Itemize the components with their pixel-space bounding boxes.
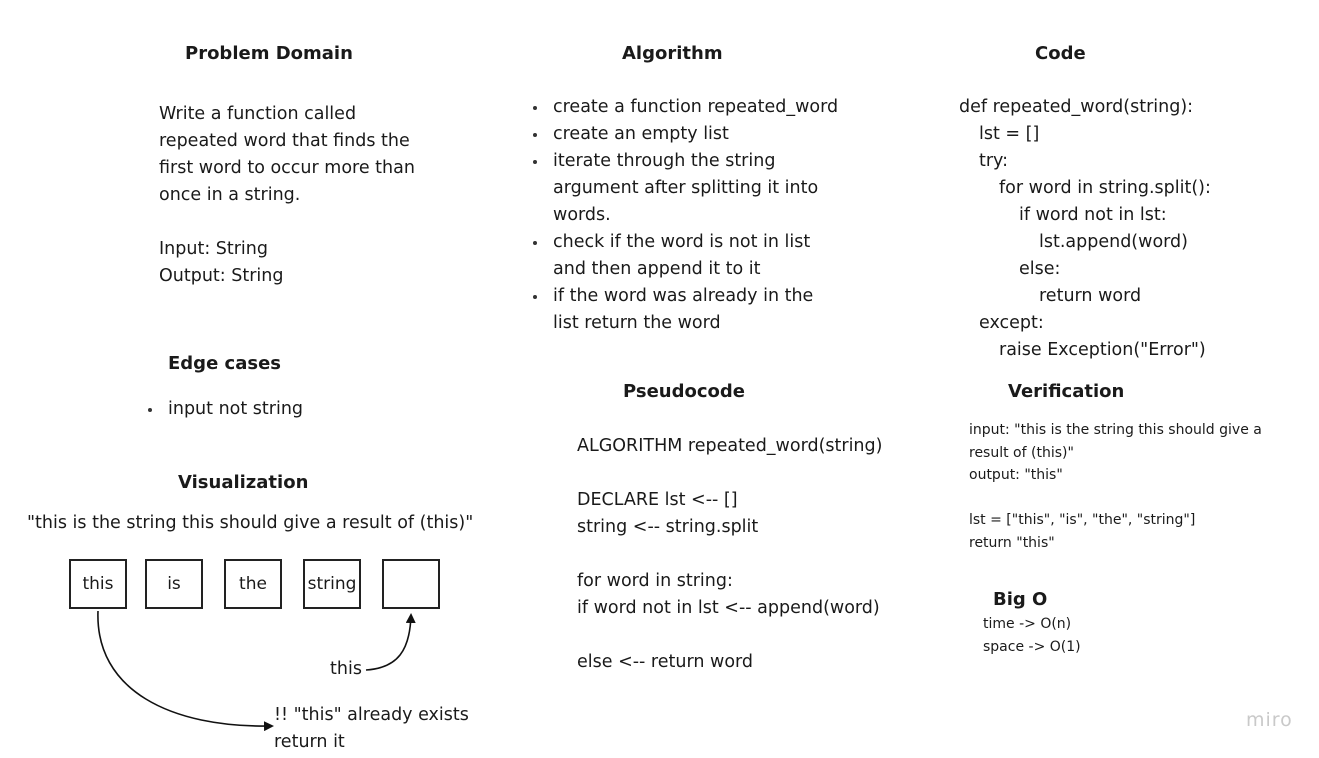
verification-line: lst = ["this", "is", "the", "string"] xyxy=(969,512,1196,528)
code-line: lst.append(word) xyxy=(1039,232,1188,252)
problem-domain-line: first word to occur more than xyxy=(159,158,415,178)
code-line: return word xyxy=(1039,286,1142,306)
code-line: raise Exception("Error") xyxy=(999,340,1206,360)
pseudocode-line xyxy=(577,460,882,487)
pseudocode-line: DECLARE lst <-- [] xyxy=(577,490,738,510)
code-line: if word not in lst: xyxy=(1019,205,1167,225)
algorithm-line: list return the word xyxy=(553,313,721,333)
code-line: lst = [] xyxy=(979,124,1040,144)
verification-line xyxy=(969,487,1262,510)
visualization-note: !! "this" already exists return it xyxy=(274,702,469,756)
verification-text: input: "this is the string this should g… xyxy=(969,419,1262,554)
pseudocode-line xyxy=(577,622,882,649)
pseudocode-line: for word in string: xyxy=(577,571,733,591)
empty-word-box xyxy=(382,559,440,609)
problem-domain-line: once in a string. xyxy=(159,185,301,205)
problem-domain-line: repeated word that finds the xyxy=(159,131,410,151)
pseudocode-line: string <-- string.split xyxy=(577,517,759,537)
problem-domain-text: Write a function called repeated word th… xyxy=(159,101,415,290)
code-line: for word in string.split(): xyxy=(999,178,1211,198)
word-box: this xyxy=(69,559,127,609)
algorithm-title: Algorithm xyxy=(622,43,723,64)
list-item: if the word was already in the list retu… xyxy=(531,283,838,337)
arrow-label: this xyxy=(330,659,362,679)
pseudocode-line: ALGORITHM repeated_word(string) xyxy=(577,436,883,456)
code-line: else: xyxy=(1019,259,1061,279)
miro-watermark: miro xyxy=(1246,709,1293,731)
algorithm-line: create an empty list xyxy=(553,124,729,144)
big-o-line: time -> O(n) xyxy=(983,616,1072,632)
word-box: the xyxy=(224,559,282,609)
arrow-curve-to-note xyxy=(97,610,274,732)
edge-cases-list: input not string xyxy=(146,396,303,423)
big-o-line: space -> O(1) xyxy=(983,638,1081,655)
list-item: create an empty list xyxy=(531,121,838,148)
problem-domain-line: Write a function called xyxy=(159,104,357,124)
algorithm-line: iterate through the string xyxy=(553,151,776,171)
verification-line: input: "this is the string this should g… xyxy=(969,422,1262,438)
list-item: check if the word is not in list and the… xyxy=(531,229,838,283)
pseudocode-line xyxy=(577,541,882,568)
algorithm-line: and then append it to it xyxy=(553,259,761,279)
word-box: string xyxy=(303,559,361,609)
code-title: Code xyxy=(1035,43,1086,64)
word-box: is xyxy=(145,559,203,609)
pseudocode-text: ALGORITHM repeated_word(string) DECLARE … xyxy=(577,433,882,676)
algorithm-line: if the word was already in the xyxy=(553,286,814,306)
verification-line: result of (this)" xyxy=(969,444,1074,461)
verification-line: return "this" xyxy=(969,534,1055,551)
problem-domain-title: Problem Domain xyxy=(185,43,353,64)
list-item: create a function repeated_word xyxy=(531,94,838,121)
code-text: def repeated_word(string): lst = [] try:… xyxy=(959,94,1211,364)
edge-cases-title: Edge cases xyxy=(168,353,281,374)
algorithm-line: words. xyxy=(553,205,611,225)
note-line: !! "this" already exists xyxy=(274,705,469,725)
pseudocode-title: Pseudocode xyxy=(623,381,745,402)
algorithm-list: create a function repeated_word create a… xyxy=(531,94,838,337)
list-item: iterate through the string argument afte… xyxy=(531,148,838,229)
pseudocode-line: if word not in lst <-- append(word) xyxy=(577,598,880,618)
code-line: except: xyxy=(979,313,1044,333)
visualization-title: Visualization xyxy=(178,472,309,493)
list-item: input not string xyxy=(146,396,303,423)
visualization-sentence: "this is the string this should give a r… xyxy=(27,513,474,533)
problem-domain-line: Input: String xyxy=(159,239,268,259)
algorithm-line: check if the word is not in list xyxy=(553,232,811,252)
verification-title: Verification xyxy=(1008,381,1125,402)
big-o-text: time -> O(n) space -> O(1) xyxy=(983,613,1081,658)
algorithm-line: argument after splitting it into xyxy=(553,178,819,198)
note-line: return it xyxy=(274,732,345,752)
algorithm-line: create a function repeated_word xyxy=(553,97,839,117)
verification-line: output: "this" xyxy=(969,467,1063,483)
big-o-title: Big O xyxy=(993,589,1048,610)
code-line: try: xyxy=(979,151,1009,171)
arrow-curve-to-empty-box xyxy=(365,613,416,671)
problem-domain-line: Output: String xyxy=(159,266,284,286)
pseudocode-line: else <-- return word xyxy=(577,652,754,672)
code-line: def repeated_word(string): xyxy=(959,97,1194,117)
